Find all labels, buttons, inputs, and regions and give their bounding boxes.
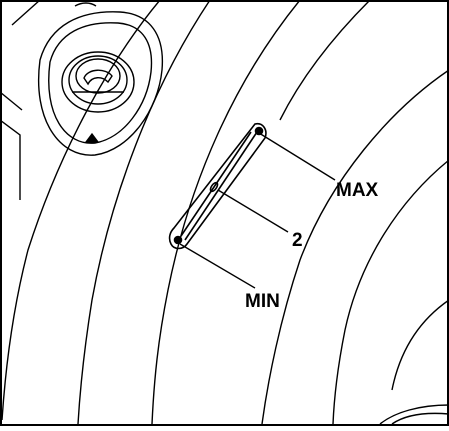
cap-recess-outer xyxy=(38,11,164,156)
housing-edge-left xyxy=(1,0,161,421)
housing-corner-line xyxy=(11,0,41,26)
housing-bottom-curve-2 xyxy=(391,412,449,425)
housing-right-curve xyxy=(391,299,449,391)
housing-edge-inner xyxy=(77,0,211,425)
cap-top-edge xyxy=(74,2,97,7)
max-mark xyxy=(254,126,264,136)
cap-recess-inner xyxy=(48,22,153,144)
housing-side-notch xyxy=(0,119,21,200)
leader-mid xyxy=(217,189,289,233)
sight-glass-frame xyxy=(168,122,267,250)
housing-side-line xyxy=(0,91,23,111)
sight-glass-window-edge xyxy=(184,131,258,241)
leader-max xyxy=(258,132,336,181)
oil-sight-glass xyxy=(168,122,267,250)
leader-min xyxy=(179,243,256,289)
cap-rim xyxy=(61,51,135,113)
housing-ridge xyxy=(151,0,301,425)
drop-marker-icon xyxy=(84,132,100,143)
min-mark xyxy=(173,235,183,245)
housing-lower-curve xyxy=(332,159,449,425)
cap-body xyxy=(68,55,128,105)
cap-grip xyxy=(83,69,113,86)
housing-bottom-curve xyxy=(379,404,449,425)
max-label: MAX xyxy=(336,180,379,201)
housing-front-curve xyxy=(261,69,449,425)
housing-top-curve xyxy=(279,0,371,121)
leader-lines xyxy=(179,132,336,289)
sight-glass-window xyxy=(180,131,252,237)
mid-label: 2 xyxy=(292,230,303,251)
oil-filler-cap xyxy=(38,2,164,156)
min-label: MIN xyxy=(245,291,280,312)
mid-mark xyxy=(209,181,219,193)
cap-top xyxy=(75,58,121,94)
